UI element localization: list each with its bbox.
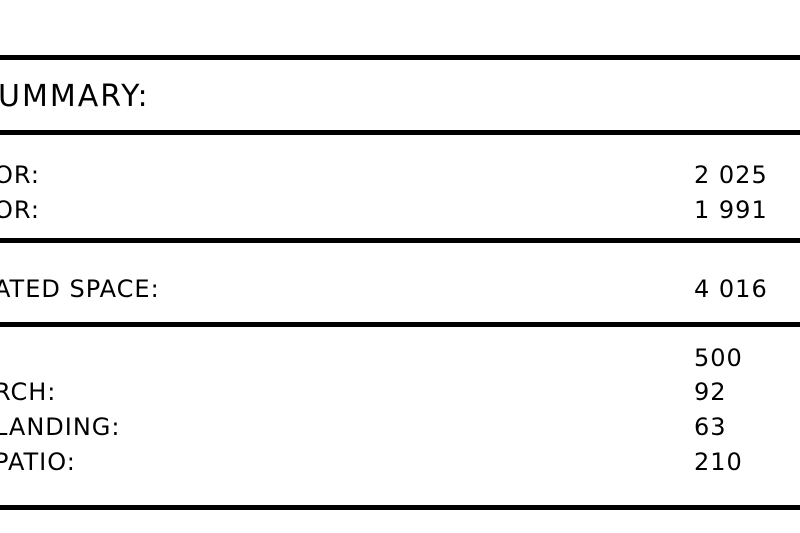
porch-value: 92 xyxy=(694,378,727,406)
patio-value: 210 xyxy=(694,448,743,476)
summary-title: UMMARY: xyxy=(0,79,150,114)
floors-divider xyxy=(0,238,800,243)
floor-1-value: 2 025 xyxy=(694,161,768,189)
patio-label: PATIO: xyxy=(0,448,76,476)
title-divider xyxy=(0,130,800,135)
heated-space-label: ATED SPACE: xyxy=(0,275,160,303)
heated-space-value: 4 016 xyxy=(694,275,768,303)
landing-label: LANDING: xyxy=(0,413,121,441)
landing-value: 63 xyxy=(694,413,727,441)
porch-label: RCH: xyxy=(0,378,57,406)
top-divider xyxy=(0,55,800,60)
floor-1-label: OR: xyxy=(0,161,40,189)
other-1-value: 500 xyxy=(694,344,743,372)
floor-2-value: 1 991 xyxy=(694,196,768,224)
heated-divider xyxy=(0,322,800,327)
bottom-divider xyxy=(0,505,800,510)
floor-2-label: OR: xyxy=(0,196,40,224)
